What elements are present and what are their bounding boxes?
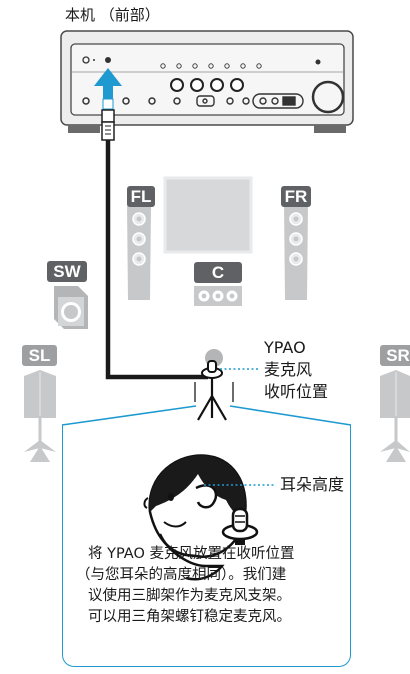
callout-box (62, 425, 351, 667)
mic-label-position: 收听位置 (264, 382, 329, 401)
ear-height-label: 耳朵高度 (280, 475, 345, 494)
instruction-line-3: 议使用三脚架作为麦克风支架。 (88, 588, 291, 604)
instruction-line-4: 可以用三角架螺钉稳定麦克风。 (88, 609, 291, 625)
mic-label-microphone: 麦克风 (264, 360, 313, 379)
subwoofer (54, 286, 88, 329)
microphone-tripod (197, 360, 227, 421)
label-fl: FL (127, 186, 155, 207)
surround-right-speaker (380, 370, 410, 462)
callout-line-left (61, 405, 197, 426)
microphone-large (221, 507, 259, 545)
front-right-speaker (284, 204, 308, 300)
mic-cable (101, 109, 208, 380)
listener-head (143, 454, 247, 581)
mic-label-ypao: YPAO (264, 338, 306, 357)
instruction-line-2: （与您耳朵的高度相同）。我们建 (76, 567, 287, 583)
center-speaker (194, 286, 242, 306)
av-receiver (60, 30, 354, 133)
instruction-line-1: 将 YPAO 麦克风放置在收听位置 (88, 546, 295, 562)
input-arrow (94, 68, 122, 110)
label-fr: FR (281, 186, 311, 207)
label-c: C (194, 262, 242, 283)
label-sr: SR (380, 345, 410, 366)
surround-left-speaker (24, 370, 56, 462)
label-sw: SW (47, 261, 87, 282)
label-sl: SL (22, 345, 57, 366)
front-left-speaker (127, 204, 151, 300)
tv-screen (163, 176, 253, 254)
instruction-text: 将 YPAO 麦克风放置在收听位置 （与您耳朵的高度相同）。我们建 议使用三脚架… (76, 544, 358, 628)
receiver-title: 本机 （前部） (65, 6, 160, 24)
callout-line-right (229, 405, 352, 426)
